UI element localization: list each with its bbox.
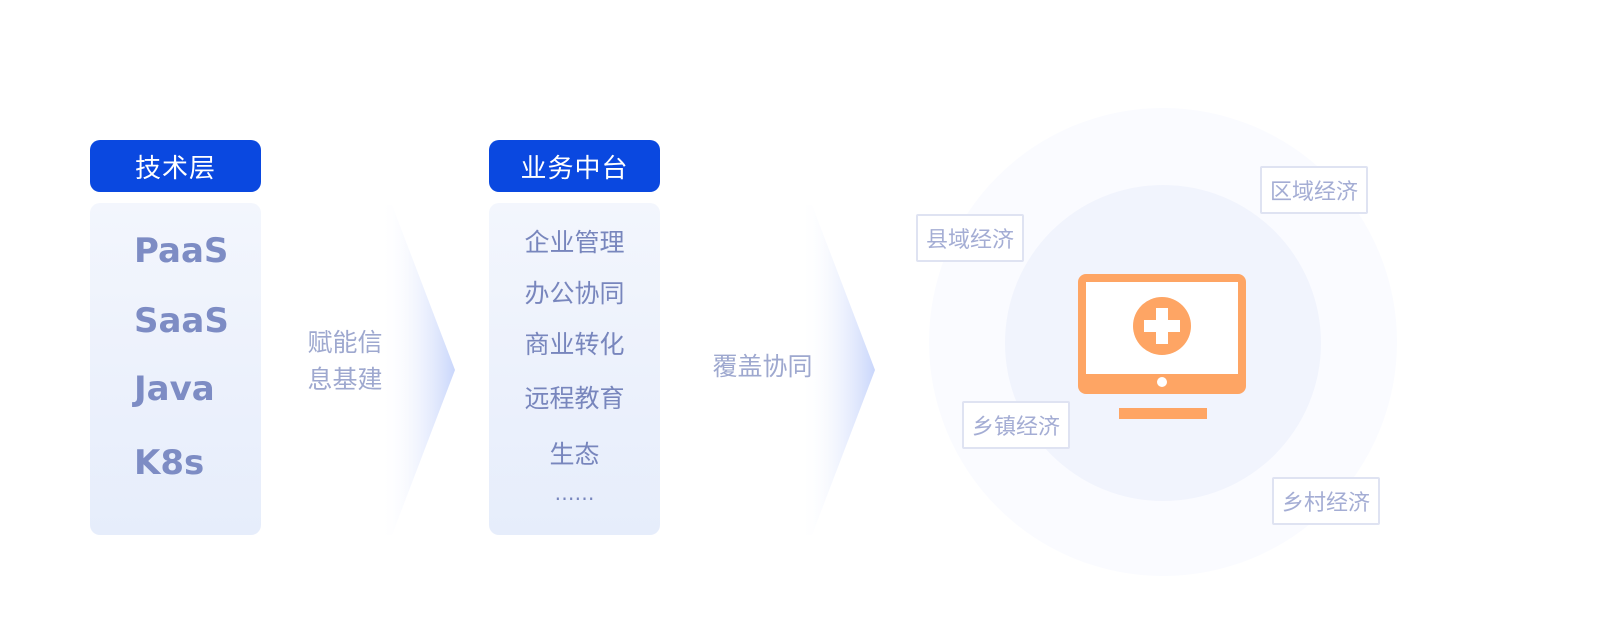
business-center-title: 业务中台 — [520, 153, 629, 184]
biz-item-education: 远程教育 — [524, 384, 625, 413]
biz-item-office: 办公协同 — [524, 279, 625, 308]
tag-rural-economy: 乡村经济 — [1272, 477, 1381, 525]
flow-arrow-1 — [380, 205, 455, 535]
business-center-panel: 企业管理 办公协同 商业转化 远程教育 生态 …… — [489, 203, 660, 535]
tech-layer-header: 技术层 — [90, 140, 261, 192]
biz-item-more: …… — [554, 481, 595, 505]
tech-item-java: Java — [134, 369, 215, 409]
tag-regional-economy: 区域经济 — [1260, 166, 1369, 214]
flow-label-2-text: 覆盖协同 — [712, 352, 813, 381]
biz-item-commerce: 商业转化 — [524, 330, 625, 359]
biz-item-enterprise: 企业管理 — [524, 228, 625, 257]
tech-item-k8s: K8s — [134, 443, 205, 483]
tech-layer-title: 技术层 — [134, 153, 216, 184]
tag-county-economy: 县域经济 — [916, 214, 1025, 262]
flow-label-1-line1: 赋能信 — [307, 328, 383, 357]
tech-item-saas: SaaS — [134, 301, 229, 341]
biz-item-ecosystem: 生态 — [549, 440, 600, 469]
flow-label-1-line2: 息基建 — [307, 365, 383, 394]
tech-item-paas: PaaS — [134, 231, 229, 271]
monitor-plus-icon — [1078, 274, 1246, 419]
flow-label-1: 赋能信 息基建 — [300, 324, 390, 398]
flow-arrow-2 — [800, 205, 875, 535]
tag-township-economy: 乡镇经济 — [962, 401, 1071, 449]
flow-label-2: 覆盖协同 — [705, 348, 820, 385]
business-center-header: 业务中台 — [489, 140, 660, 192]
tech-layer-panel: PaaS SaaS Java K8s — [90, 203, 261, 535]
